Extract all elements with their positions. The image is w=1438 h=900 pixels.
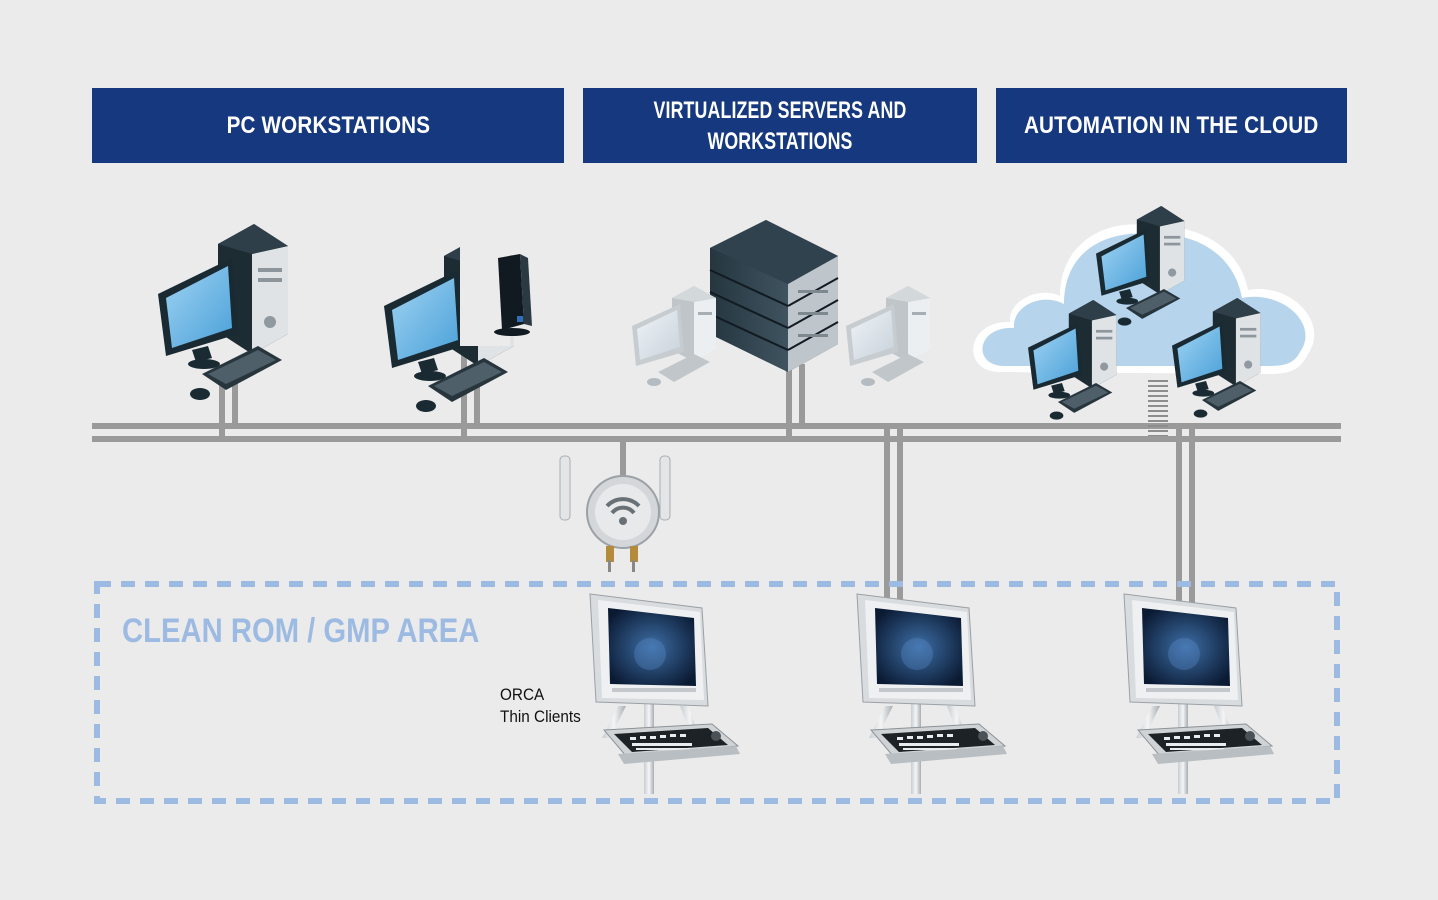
thin-client-connectors: [620, 429, 1195, 609]
header-virtualized-servers: VIRTUALIZED SERVERS AND WORKSTATIONS: [583, 88, 977, 163]
virtual-workstation-right-icon: [846, 286, 930, 386]
header-automation-cloud: AUTOMATION IN THE CLOUD: [996, 88, 1347, 163]
header-pc-workstations-label: PC WORKSTATIONS: [226, 112, 430, 139]
thin-client-label-line2: Thin Clients: [500, 707, 581, 726]
header-virtualized-line2: WORKSTATIONS: [707, 127, 853, 155]
thin-client-label: ORCA Thin Clients: [500, 684, 581, 728]
server-rack-icon: [709, 220, 839, 372]
header-virtualized-servers-label: VIRTUALIZED SERVERS AND WORKSTATIONS: [633, 95, 927, 157]
wireless-access-point-icon: [559, 455, 671, 572]
clean-room-area-title: CLEAN ROM / GMP AREA: [122, 612, 480, 650]
header-pc-workstations: PC WORKSTATIONS: [92, 88, 564, 163]
desktop-pc-icon: [158, 224, 288, 400]
header-automation-cloud-label: AUTOMATION IN THE CLOUD: [1024, 112, 1319, 139]
clean-room-area-border: [94, 581, 1340, 804]
virtual-workstation-left-icon: [632, 286, 716, 386]
thin-client-pc-icon: [384, 236, 532, 412]
orca-thin-client-3-icon: [1123, 593, 1275, 795]
orca-thin-client-2-icon: [856, 593, 1008, 795]
network-bus: [92, 423, 1341, 442]
thin-client-label-line1: ORCA: [500, 685, 545, 704]
header-virtualized-line1: VIRTUALIZED SERVERS AND: [653, 96, 907, 124]
orca-thin-client-1-icon: [589, 593, 741, 795]
